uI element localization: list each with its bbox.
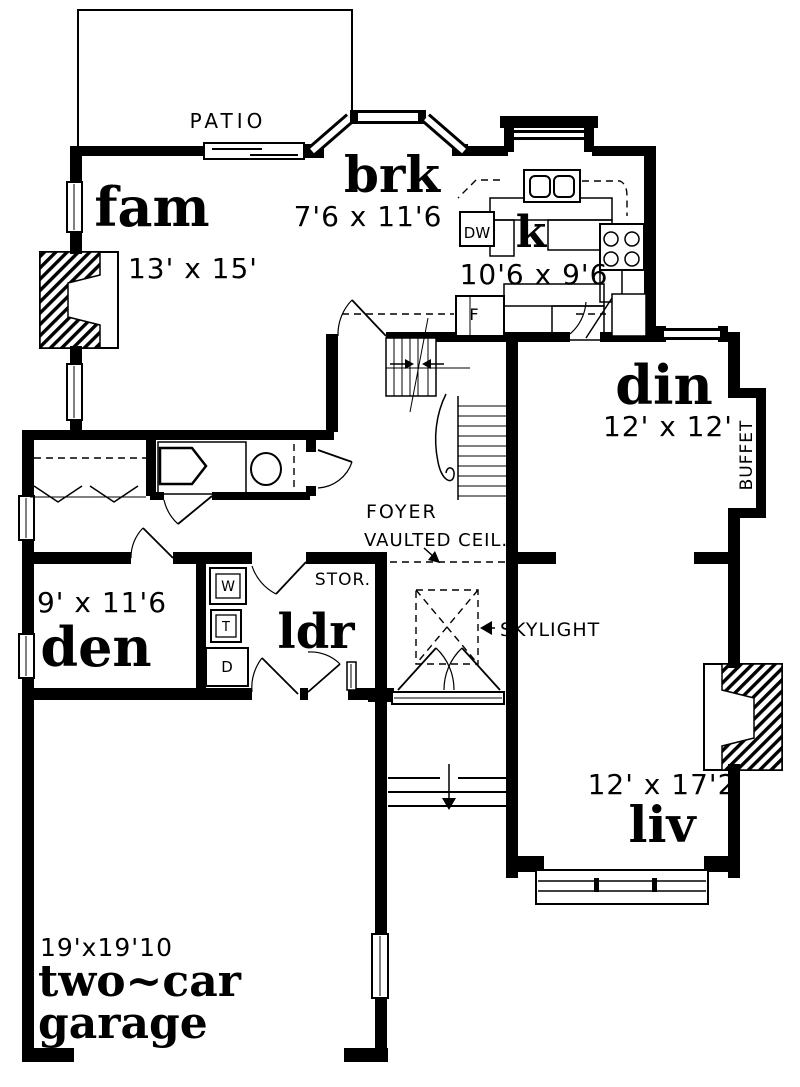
walls [22, 116, 766, 1062]
breakfast-dims: 7'6 x 11'6 [294, 200, 443, 233]
kitchen-dims: 10'6 x 9'6 [460, 258, 609, 291]
entry-threshold [391, 691, 505, 705]
dryer-label: D [221, 658, 233, 676]
bifold-door-right [89, 485, 139, 503]
annotation-graphics [388, 547, 510, 810]
laundry-tub-label: T [221, 620, 230, 635]
storage-label: STOR. [315, 570, 371, 590]
double-sink [523, 169, 581, 203]
stair-arrow-right [405, 359, 414, 369]
steps-down-arrowhead [442, 798, 456, 810]
entry-steps [388, 764, 510, 810]
fridge-box [455, 295, 505, 337]
garage-door-from-laundry-b [307, 651, 341, 693]
buffet-label: BUFFET [737, 420, 757, 491]
bath-door [163, 495, 213, 525]
garage-label-line1: two~car [38, 956, 242, 1007]
labels: PATIO fam 13' x 15' brk 7'6 x 11'6 k 10'… [37, 109, 757, 1049]
family-room-fireplace [39, 251, 119, 349]
front-entry-double-door [397, 647, 501, 691]
living-room-label: liv [628, 795, 697, 854]
stair-arrow-left [422, 359, 431, 369]
corner-cabinet [585, 293, 647, 339]
den-label: den [40, 615, 151, 679]
hall-east-door [317, 449, 353, 489]
living-room-window [535, 869, 709, 905]
bath-tile-floor [157, 441, 247, 495]
den-dims: 9' x 11'6 [37, 586, 167, 619]
entry-sidelight [346, 661, 357, 691]
dishwasher-label: DW [464, 224, 491, 242]
garage-door-from-laundry-a [251, 657, 299, 695]
kitchen-label: k [516, 207, 548, 258]
laundry-label: ldr [277, 604, 355, 660]
laundry-appliances [205, 567, 249, 687]
family-room-window-upper [66, 181, 83, 233]
staircase [385, 317, 506, 500]
dishwasher-box [459, 211, 495, 247]
breakfast-label: brk [344, 145, 441, 204]
living-room-fireplace [703, 663, 783, 771]
hall-closet [30, 457, 146, 503]
washer-label: W [221, 579, 235, 595]
skylight-arrowhead [480, 621, 492, 635]
breakfast-bay-window [308, 110, 468, 156]
family-room-door [337, 299, 387, 337]
patio-sliding-door [203, 142, 305, 160]
garage-label-line2: garage [38, 998, 208, 1049]
toilet [250, 452, 282, 486]
kitchen-box-window [514, 130, 584, 140]
kitchen-fixtures [455, 169, 647, 339]
bath-fixtures [158, 444, 295, 492]
skylight-label: SKYLIGHT [500, 619, 600, 641]
stair-handrail [434, 393, 455, 482]
fridge-label: F [469, 305, 478, 324]
dining-dims: 12' x 12' [603, 410, 733, 443]
skylight-dashed-box [415, 589, 479, 665]
garage-window [371, 933, 389, 999]
stove-cooktop [599, 223, 645, 271]
dining-window [664, 328, 720, 340]
windows [18, 110, 720, 999]
doors [130, 299, 587, 695]
family-room-window-lower [66, 363, 83, 421]
bifold-door-left [33, 485, 83, 503]
hall-window [18, 495, 35, 541]
living-room-dims: 12' x 17'2 [588, 768, 737, 801]
vaulted-ceiling-arrowhead [428, 551, 440, 563]
dining-label: din [615, 353, 713, 417]
patio-label: PATIO [190, 109, 267, 133]
patio-outline [77, 9, 353, 146]
vaulted-ceiling-label: VAULTED CEIL. [364, 530, 508, 551]
family-room-label: fam [94, 175, 209, 239]
kitchen-pantry-diagonal [569, 301, 587, 335]
den-door [130, 527, 174, 559]
family-room-dims: 13' x 15' [128, 252, 258, 285]
laundry-hall-door [251, 561, 307, 595]
foyer-label: FOYER [366, 501, 438, 523]
garage-dims: 19'x19'10 [40, 933, 173, 962]
shower [158, 446, 208, 486]
den-window [18, 633, 35, 679]
